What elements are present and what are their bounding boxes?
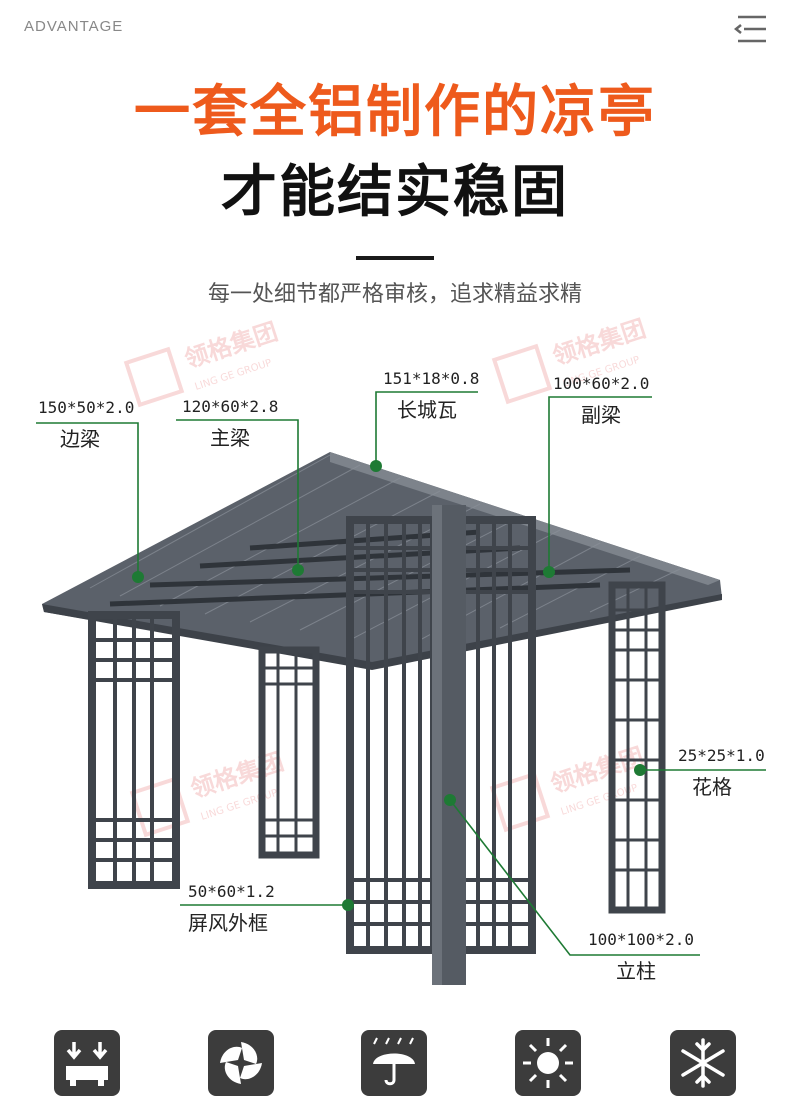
spec-name: 主梁	[210, 426, 250, 450]
snowflake-icon	[670, 1030, 736, 1096]
headline-primary: 一套全铝制作的凉亭	[134, 80, 656, 145]
load-bearing-icon	[54, 1030, 120, 1096]
wind-resistant-icon	[208, 1030, 274, 1096]
back-screen	[258, 646, 320, 859]
spec-dimension: 150*50*2.0	[38, 398, 135, 417]
spec-dimension: 25*25*1.0	[678, 746, 765, 765]
leader-dots	[132, 460, 646, 911]
left-screen	[88, 611, 180, 889]
spec-name: 边梁	[60, 427, 100, 451]
spec-dimension: 151*18*0.8	[383, 369, 480, 388]
spec-dimension: 100*100*2.0	[588, 930, 694, 949]
spec-dimension: 100*60*2.0	[553, 374, 650, 393]
spec-dimension: 50*60*1.2	[188, 882, 275, 901]
roof	[42, 452, 722, 670]
spec-dimension: 120*60*2.8	[182, 397, 279, 416]
spec-name: 副梁	[581, 403, 621, 427]
rainproof-umbrella-icon	[361, 1030, 427, 1096]
sun-protection-icon	[515, 1030, 581, 1096]
spec-secondary-beam: 100*60*2.0 副梁	[553, 374, 649, 428]
title-divider	[356, 256, 434, 260]
spec-name: 立柱	[616, 959, 656, 983]
spec-name: 长城瓦	[397, 398, 457, 422]
menu-icon[interactable]	[732, 14, 768, 44]
spec-name: 屏风外框	[188, 911, 268, 935]
right-screen	[608, 581, 666, 914]
headline-secondary: 才能结实稳固	[221, 160, 569, 225]
header-label: ADVANTAGE	[24, 18, 124, 35]
subtitle: 每一处细节都严格审核，追求精益求精	[207, 282, 582, 307]
brand-watermark-mid-right: 领格集团 LING GE GROUP	[489, 742, 647, 833]
feature-icons-row	[0, 1026, 790, 1106]
spec-column: 100*100*2.0 立柱	[588, 930, 694, 984]
spec-screen-frame: 50*60*1.2 屏风外框	[188, 882, 275, 936]
spec-name: 花格	[692, 775, 732, 799]
spec-edge-beam: 150*50*2.0 边梁	[38, 398, 134, 452]
leader-lines	[36, 391, 766, 956]
brand-watermark-top-left: 领格集团 LING GE GROUP	[123, 317, 281, 408]
spec-roof-tile: 151*18*0.8 长城瓦	[383, 369, 479, 423]
spec-lattice: 25*25*1.0 花格	[678, 746, 765, 800]
spec-main-beam: 120*60*2.8 主梁	[182, 397, 278, 451]
